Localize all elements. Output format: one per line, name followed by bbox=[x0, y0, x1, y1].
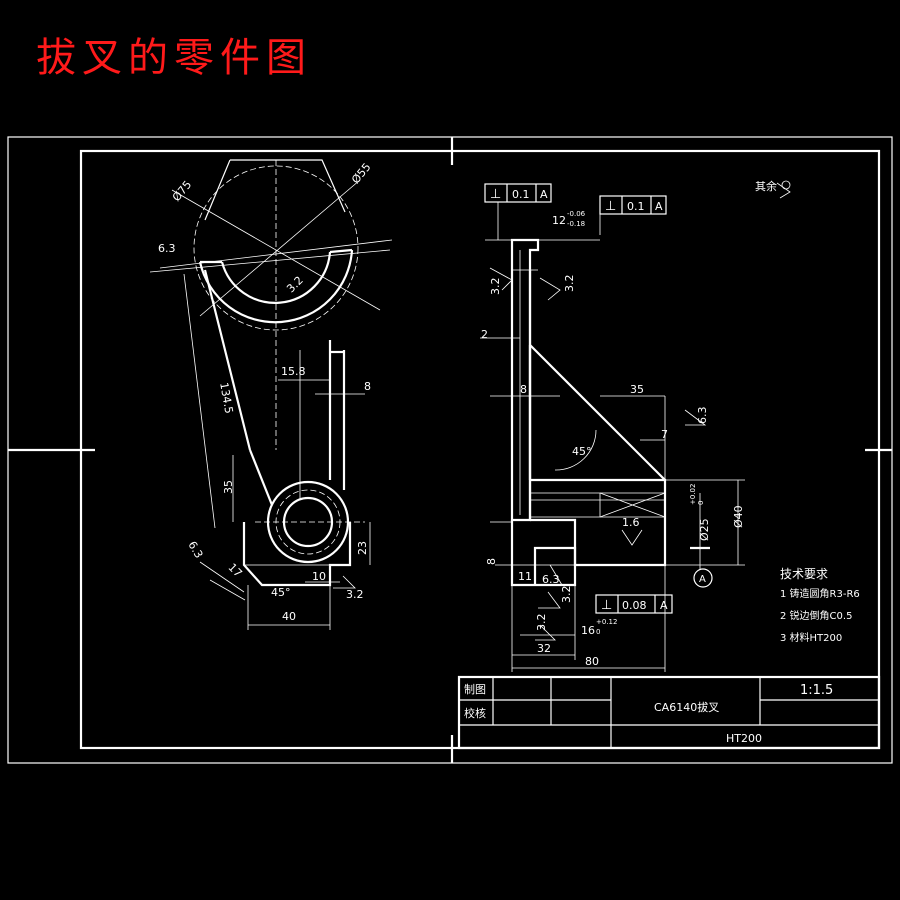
dim-d75: Ø75 bbox=[170, 178, 195, 204]
dim-r32-r1: 3.2 bbox=[563, 275, 576, 293]
dim-r63-bottom: 6.3 bbox=[542, 573, 560, 586]
dim-16-tol-dn: 0 bbox=[596, 628, 600, 636]
tech-item-3: 3 材料HT200 bbox=[780, 631, 842, 644]
front-view bbox=[149, 159, 393, 630]
dim-35-left: 35 bbox=[222, 480, 235, 494]
dim-12-tol-up: -0.06 bbox=[567, 210, 586, 218]
title-block-text: 制图 校核 CA6140拔叉 1:1.5 HT200 bbox=[464, 683, 833, 745]
drawing-title: 拔叉的零件图 bbox=[36, 35, 312, 81]
tol1-sym: ⊥ bbox=[490, 187, 501, 202]
tb-part-name: CA6140拔叉 bbox=[654, 700, 719, 714]
dim-12: 12 bbox=[552, 214, 566, 227]
dim-d25-tol-dn: 0 bbox=[697, 501, 705, 505]
tech-item-2: 2 锐边倒角C0.5 bbox=[780, 609, 852, 622]
dim-r32-left-bottom: 3.2 bbox=[346, 588, 364, 601]
dim-d25: Ø25 bbox=[698, 518, 711, 541]
dim-16-tol-up: +0.12 bbox=[596, 618, 617, 626]
dimension-labels: Ø75 Ø55 6.3 3.2 15.8 8 134.5 35 6.3 17 4… bbox=[158, 161, 777, 668]
dim-12-tol-dn: -0.18 bbox=[567, 220, 585, 228]
tol1-val: 0.1 bbox=[512, 188, 530, 201]
tol1-ref: A bbox=[540, 188, 548, 201]
title-block bbox=[457, 675, 881, 750]
dim-8-mid: 8 bbox=[520, 383, 527, 396]
dim-8-left: 8 bbox=[364, 380, 371, 393]
side-view bbox=[333, 180, 791, 672]
dim-2: 2 bbox=[481, 328, 488, 341]
dim-d40-right: Ø40 bbox=[732, 505, 745, 528]
dim-7: 7 bbox=[661, 428, 668, 441]
dim-16: 16 bbox=[581, 624, 595, 637]
surface-rest: 其余 bbox=[755, 179, 777, 193]
datum-a: A bbox=[699, 574, 706, 585]
dim-15-8: 15.8 bbox=[281, 365, 306, 378]
dim-80: 80 bbox=[585, 655, 599, 668]
dim-r63-right: 6.3 bbox=[696, 407, 709, 425]
dim-45deg-right: 45° bbox=[572, 445, 592, 458]
tol3-sym: ⊥ bbox=[601, 598, 612, 613]
dim-r63-top: 6.3 bbox=[158, 242, 176, 255]
tol2-sym: ⊥ bbox=[605, 199, 616, 214]
tb-drawn: 制图 bbox=[464, 683, 486, 696]
outer-frame bbox=[7, 136, 893, 764]
dim-23: 23 bbox=[356, 541, 369, 555]
dim-d55: Ø55 bbox=[349, 161, 374, 187]
dim-10: 10 bbox=[312, 570, 326, 583]
tb-scale: 1:1.5 bbox=[800, 683, 833, 698]
dim-17: 17 bbox=[226, 561, 245, 580]
tol3-ref: A bbox=[660, 599, 668, 612]
tech-heading: 技术要求 bbox=[780, 567, 828, 581]
dim-40: 40 bbox=[282, 610, 296, 623]
dim-11: 11 bbox=[518, 570, 532, 583]
dim-d25-tol-up: +0.02 bbox=[689, 484, 697, 505]
dim-1-6: 1.6 bbox=[622, 516, 640, 529]
tol3-val: 0.08 bbox=[622, 599, 647, 612]
tb-checked: 校核 bbox=[464, 706, 486, 720]
dim-r63-low: 6.3 bbox=[185, 539, 205, 561]
tol2-val: 0.1 bbox=[627, 200, 645, 213]
dim-r32-bottom-r: 3.2 bbox=[560, 586, 573, 604]
dim-8-bottom: 8 bbox=[485, 558, 498, 565]
tech-requirements: 技术要求 1 铸造圆角R3-R6 2 锐边倒角C0.5 3 材料HT200 bbox=[780, 567, 860, 644]
inner-frame bbox=[79, 149, 881, 750]
dim-134: 134.5 bbox=[217, 381, 235, 414]
dim-32: 32 bbox=[537, 642, 551, 655]
tech-item-1: 1 铸造圆角R3-R6 bbox=[780, 587, 860, 600]
dim-r32-center: 3.2 bbox=[284, 274, 306, 296]
dim-r32-bottom-l: 3.2 bbox=[535, 614, 548, 632]
tol2-ref: A bbox=[655, 200, 663, 213]
dim-35-right: 35 bbox=[630, 383, 644, 396]
dim-r32-l1: 3.2 bbox=[489, 278, 502, 296]
tb-material: HT200 bbox=[726, 732, 762, 745]
dim-45deg-left: 45° bbox=[271, 586, 291, 599]
